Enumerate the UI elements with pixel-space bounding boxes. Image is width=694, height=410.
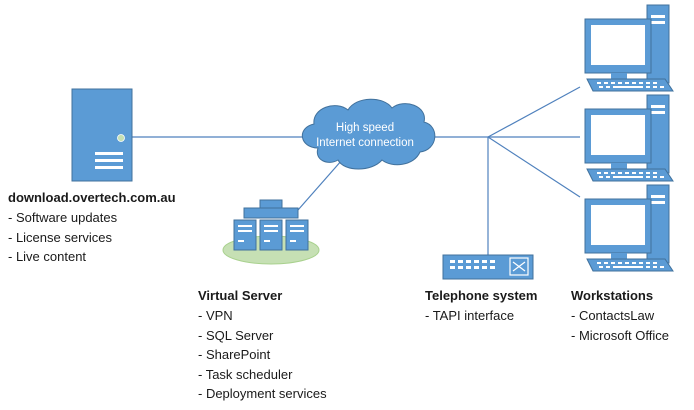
workstations-title: Workstations [571, 288, 654, 303]
server-tower-icon [71, 88, 133, 182]
workstations-list: - ContactsLaw - Microsoft Office [571, 306, 669, 345]
cloud-label-line2: Internet connection [316, 137, 414, 149]
telephone-system-title: Telephone system [425, 288, 538, 303]
link-hub-workstation-3 [487, 136, 581, 198]
list-item: - SharePoint [198, 347, 271, 362]
list-item: - Microsoft Office [571, 327, 670, 343]
list-item: - Software updates [8, 210, 118, 225]
virtual-server-title: Virtual Server [198, 288, 283, 303]
workstations-label: Workstations - ContactsLaw - Microsoft O… [571, 286, 669, 345]
virtual-server-label: Virtual Server - VPN - SQL Server - Shar… [198, 286, 327, 404]
list-item: - ContactsLaw [571, 308, 655, 323]
list-item: - VPN [198, 308, 233, 323]
link-hub-workstation-1 [487, 86, 581, 138]
list-item: - Task scheduler [198, 366, 293, 382]
list-item: - SQL Server [198, 327, 274, 343]
list-item: - TAPI interface [425, 308, 515, 323]
list-item: - Deployment services [198, 386, 327, 401]
virtual-server-icon [222, 199, 320, 265]
telephone-switch-icon [442, 254, 534, 280]
download-server-label: download.overtech.com.au - Software upda… [8, 188, 176, 267]
download-server-list: - Software updates - License services - … [8, 208, 176, 267]
workstation-icon-2 [584, 94, 674, 182]
virtual-server-list: - VPN - SQL Server - SharePoint - Task s… [198, 306, 327, 404]
cloud-label: High speed Internet connection [295, 121, 435, 151]
list-item: - Live content [8, 249, 87, 264]
telephone-system-list: - TAPI interface [425, 306, 537, 326]
cloud-icon [302, 98, 436, 170]
download-server-title: download.overtech.com.au [8, 190, 176, 205]
list-item: - License services [8, 229, 113, 245]
workstation-icon-1 [584, 4, 674, 92]
workstation-icon-3 [584, 184, 674, 272]
cloud-label-line1: High speed [335, 122, 395, 134]
telephone-system-label: Telephone system - TAPI interface [425, 286, 537, 326]
link-virtual-server-cloud [297, 159, 343, 211]
